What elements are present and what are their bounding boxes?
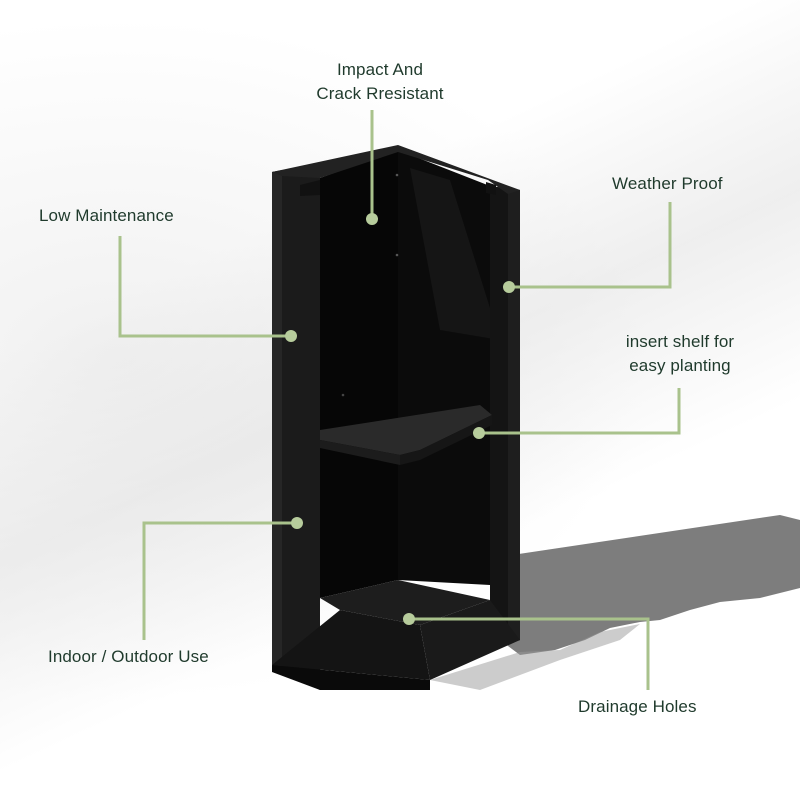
callout-label-impact-line2: Crack Rresistant	[316, 84, 444, 103]
callout-label-impact: Impact And Crack Rresistant	[300, 58, 460, 106]
callout-label-insert-shelf-line2: easy planting	[629, 356, 731, 375]
callout-dot-insert-shelf	[473, 427, 485, 439]
callout-dot-weather-proof	[503, 281, 515, 293]
callout-label-low-maintenance-text: Low Maintenance	[39, 206, 174, 225]
callout-dot-drainage	[403, 613, 415, 625]
callout-line-weather-proof	[509, 202, 672, 289]
callout-label-drainage: Drainage Holes	[578, 695, 697, 719]
callout-label-low-maintenance: Low Maintenance	[39, 204, 174, 228]
callout-line-indoor-outdoor	[142, 521, 297, 640]
callout-lines	[118, 110, 681, 690]
planter-shadow-soft	[430, 624, 640, 690]
callout-label-insert-shelf-line1: insert shelf for	[625, 332, 735, 351]
callout-line-drainage	[409, 617, 650, 690]
planter-shadow	[500, 515, 800, 655]
callout-label-insert-shelf: insert shelf for easy planting	[600, 330, 760, 378]
callout-label-indoor-outdoor: Indoor / Outdoor Use	[48, 645, 209, 669]
callout-dots	[285, 213, 515, 625]
callout-line-low-maintenance	[118, 236, 291, 338]
callout-label-weather-proof: Weather Proof	[612, 172, 723, 196]
callout-label-impact-line1: Impact And	[336, 60, 424, 79]
callout-line-insert-shelf	[480, 388, 681, 435]
planter	[272, 145, 520, 690]
callout-dot-indoor-outdoor	[291, 517, 303, 529]
callout-dot-low-maintenance	[285, 330, 297, 342]
callout-label-drainage-text: Drainage Holes	[578, 697, 697, 716]
callout-dot-impact	[366, 213, 378, 225]
callout-label-indoor-outdoor-text: Indoor / Outdoor Use	[48, 647, 209, 666]
callout-label-weather-proof-text: Weather Proof	[612, 174, 723, 193]
